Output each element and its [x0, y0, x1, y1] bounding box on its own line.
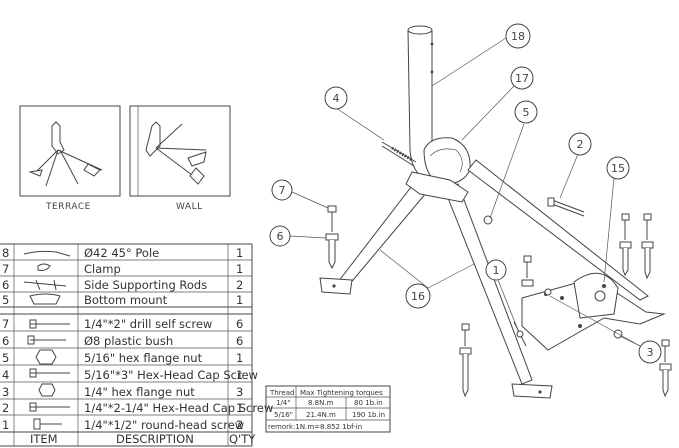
svg-text:1/4"*2-1/4" Hex-Head Cap Screw: 1/4"*2-1/4" Hex-Head Cap Screw — [84, 401, 273, 415]
svg-text:17: 17 — [515, 72, 529, 85]
callout-3 — [638, 340, 662, 364]
svg-text:3: 3 — [2, 385, 9, 399]
bom-header-desc: DESCRIPTION — [116, 432, 194, 446]
svg-text:remork:1N.m=8.852 1bf-in: remork:1N.m=8.852 1bf-in — [268, 423, 362, 431]
svg-text:Thread: Thread — [269, 389, 294, 397]
svg-text:15: 15 — [611, 162, 625, 175]
svg-text:1: 1 — [236, 246, 243, 260]
bom-table: 8 Ø42 45° Pole 1 7 Clamp 1 6 Side Suppor… — [0, 243, 273, 447]
svg-text:5/16": 5/16" — [274, 411, 293, 419]
svg-text:Bottom mount: Bottom mount — [84, 293, 168, 307]
svg-text:5: 5 — [2, 351, 9, 365]
callout-2 — [568, 132, 592, 156]
svg-text:5: 5 — [523, 106, 530, 119]
svg-text:7: 7 — [2, 262, 9, 276]
callout-18 — [505, 23, 531, 49]
svg-text:Ø42 45° Pole: Ø42 45° Pole — [84, 246, 159, 260]
svg-text:Ø8 plastic bush: Ø8 plastic bush — [84, 334, 173, 348]
svg-text:2: 2 — [577, 138, 584, 151]
svg-text:21.4N.m: 21.4N.m — [306, 411, 336, 419]
svg-text:3: 3 — [647, 346, 654, 359]
svg-text:3: 3 — [236, 385, 243, 399]
svg-text:5/16"*3" Hex-Head Cap Screw: 5/16"*3" Hex-Head Cap Screw — [84, 368, 258, 382]
svg-text:1: 1 — [236, 401, 243, 415]
svg-text:1/4"*2" drill self screw: 1/4"*2" drill self screw — [84, 317, 212, 331]
svg-text:1: 1 — [493, 264, 500, 277]
svg-text:190 1b.in: 190 1b.in — [352, 411, 385, 419]
svg-text:6: 6 — [277, 230, 284, 243]
screw-7-6 — [325, 205, 339, 270]
svg-text:Side Supporting Rods: Side Supporting Rods — [84, 278, 207, 292]
callout-4 — [324, 86, 348, 110]
svg-text:1: 1 — [236, 351, 243, 365]
main-assembly — [319, 25, 672, 399]
svg-text:2: 2 — [236, 278, 243, 292]
svg-text:80 1b.in: 80 1b.in — [354, 399, 383, 407]
callout-1 — [485, 259, 507, 281]
svg-text:6: 6 — [236, 334, 243, 348]
terrace-label: TERRACE — [45, 202, 91, 212]
bom-header-qty: Q'TY — [229, 432, 256, 446]
svg-text:2: 2 — [2, 401, 9, 415]
wall-label: WALL — [176, 202, 203, 212]
svg-text:1/4": 1/4" — [276, 399, 291, 407]
svg-text:1: 1 — [2, 418, 9, 432]
callout-15 — [606, 156, 630, 180]
bom-icons — [23, 250, 71, 430]
svg-text:18: 18 — [511, 30, 525, 43]
svg-text:4: 4 — [333, 92, 340, 105]
inset-terrace: TERRACE — [19, 105, 121, 212]
drill-screws-right — [459, 213, 672, 398]
svg-text:7: 7 — [2, 317, 9, 331]
svg-text:8.8N.m: 8.8N.m — [308, 399, 334, 407]
callout-16 — [405, 283, 431, 309]
svg-text:6: 6 — [236, 317, 243, 331]
svg-text:1: 1 — [236, 262, 243, 276]
svg-text:6: 6 — [2, 334, 9, 348]
svg-text:1/4"*1/2" round-head screw: 1/4"*1/2" round-head screw — [84, 418, 244, 432]
svg-text:Clamp: Clamp — [84, 262, 121, 276]
callout-6 — [269, 225, 291, 247]
svg-text:2: 2 — [236, 418, 243, 432]
svg-text:6: 6 — [2, 278, 9, 292]
callouts: 18 4 17 5 2 15 7 6 1 — [269, 23, 662, 364]
svg-text:5/16" hex flange nut: 5/16" hex flange nut — [84, 351, 203, 365]
svg-text:1: 1 — [236, 368, 243, 382]
callout-5 — [514, 100, 538, 124]
svg-text:1: 1 — [236, 293, 243, 307]
svg-text:4: 4 — [2, 368, 9, 382]
svg-text:1/4" hex flange nut: 1/4" hex flange nut — [84, 385, 195, 399]
callout-17 — [510, 66, 534, 90]
svg-text:5: 5 — [2, 293, 9, 307]
svg-text:8: 8 — [2, 246, 9, 260]
torque-table: Thread Max Tightening torques 1/4" 8.8N.… — [265, 385, 391, 433]
bom-header-item: ITEM — [30, 432, 58, 446]
inset-wall: WALL — [129, 105, 231, 212]
callout-7 — [271, 179, 293, 201]
svg-text:7: 7 — [279, 184, 286, 197]
svg-text:16: 16 — [411, 290, 425, 303]
svg-text:Max Tightening torques: Max Tightening torques — [300, 389, 383, 397]
